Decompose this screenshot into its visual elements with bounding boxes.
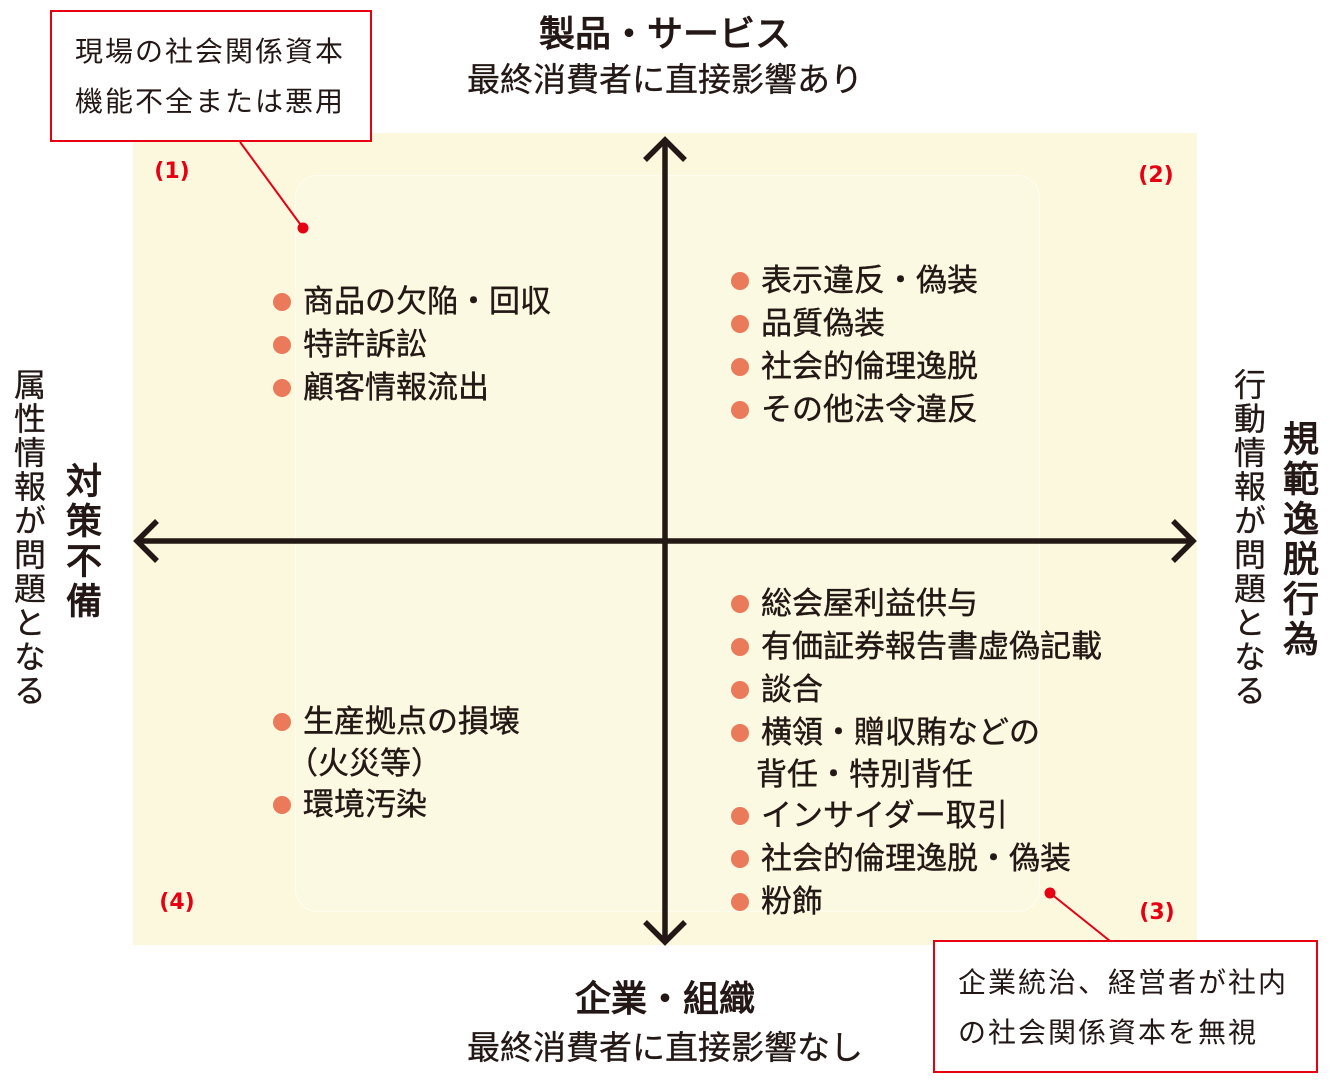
list-item: 横領・贈収賄などの 背任・特別背任 (731, 712, 1102, 795)
item-text: 特許訴訟 (303, 324, 427, 367)
list-item: 社会的倫理逸脱・偽装 (731, 838, 1102, 881)
quadrant-2-list: 表示違反・偽装 品質偽装 社会的倫理逸脱 その他法令違反 (731, 260, 978, 432)
item-label: 横領・贈収賄などの (761, 714, 1040, 751)
item-label: 表示違反・偽装 (761, 262, 978, 299)
list-item: 有価証券報告書虚偽記載 (731, 626, 1102, 669)
item-label: 商品の欠陥・回収 (303, 283, 551, 320)
bullet-dot-icon (273, 796, 291, 814)
bullet-dot-icon (273, 713, 291, 731)
item-label: 顧客情報流出 (303, 369, 489, 406)
item-label-continuation: 背任・特別背任 (756, 756, 973, 793)
item-text: 環境汚染 (303, 784, 427, 827)
callout-q1-pointer-line (239, 141, 304, 229)
list-item: 表示違反・偽装 (731, 260, 978, 303)
item-text: 顧客情報流出 (303, 367, 489, 410)
right-axis-subtitle: 行動情報が問題となる (1229, 368, 1267, 708)
list-item: 環境汚染 (273, 784, 520, 827)
callout-q1-pointer-dot-icon (297, 222, 309, 234)
list-item: 談合 (731, 669, 1102, 712)
left-axis-title: 対策不備 (60, 462, 101, 622)
bullet-dot-icon (731, 272, 749, 290)
list-item: その他法令違反 (731, 389, 978, 432)
list-item: 粉飾 (731, 881, 1102, 924)
callout-box-q1: 現場の社会関係資本 機能不全または悪用 (50, 10, 372, 142)
item-text: 粉飾 (761, 881, 823, 924)
quadrant-1-list: 商品の欠陥・回収 特許訴訟 顧客情報流出 (273, 281, 551, 410)
callout-q3-pointer-dot-icon (1044, 887, 1056, 899)
item-label: その他法令違反 (761, 391, 978, 428)
list-item: 総会屋利益供与 (731, 583, 1102, 626)
item-label: 社会的倫理逸脱・偽装 (761, 840, 1071, 877)
bullet-dot-icon (731, 595, 749, 613)
item-label: 環境汚染 (303, 786, 427, 823)
bullet-dot-icon (731, 807, 749, 825)
item-label: 談合 (761, 671, 823, 708)
list-item: 特許訴訟 (273, 324, 551, 367)
list-item: 社会的倫理逸脱 (731, 346, 978, 389)
list-item: 商品の欠陥・回収 (273, 281, 551, 324)
item-text: 社会的倫理逸脱・偽装 (761, 838, 1071, 881)
bullet-dot-icon (731, 401, 749, 419)
bullet-dot-icon (273, 379, 291, 397)
list-item: 顧客情報流出 (273, 367, 551, 410)
item-text: 品質偽装 (761, 303, 885, 346)
bullet-dot-icon (731, 681, 749, 699)
item-label: 特許訴訟 (303, 326, 427, 363)
callout-box-q3: 企業統治、経営者が社内 の社会関係資本を無視 (933, 940, 1318, 1073)
bullet-dot-icon (731, 893, 749, 911)
item-label: 粉飾 (761, 883, 823, 920)
left-arrow-icon (133, 519, 159, 563)
top-axis-title: 製品・サービス (538, 14, 791, 55)
up-arrow-icon (643, 136, 687, 162)
bullet-dot-icon (273, 293, 291, 311)
item-label: 有価証券報告書虚偽記載 (761, 628, 1102, 665)
callout-line: の社会関係資本を無視 (958, 1016, 1259, 1049)
left-axis-subtitle: 属性情報が問題となる (9, 368, 47, 708)
item-label: インサイダー取引 (761, 797, 1008, 834)
item-text: 総会屋利益供与 (761, 583, 978, 626)
quadrant-4-number: (4) (159, 890, 195, 915)
item-label: 社会的倫理逸脱 (761, 348, 978, 385)
quadrant-3-list: 総会屋利益供与 有価証券報告書虚偽記載 談合 横領・贈収賄などの 背任・特別背任 (731, 583, 1102, 924)
quadrant-4-list: 生産拠点の損壊 （火災等） 環境汚染 (273, 701, 520, 827)
item-label: 総会屋利益供与 (761, 585, 978, 622)
item-label-continuation: （火災等） (287, 745, 442, 782)
callout-line: 機能不全または悪用 (75, 85, 346, 118)
item-text: 表示違反・偽装 (761, 260, 978, 303)
item-text: 談合 (761, 669, 823, 712)
list-item: 生産拠点の損壊 （火災等） (273, 701, 520, 784)
list-item: 品質偽装 (731, 303, 978, 346)
item-text: インサイダー取引 (761, 795, 1008, 838)
list-item: インサイダー取引 (731, 795, 1102, 838)
quadrant-3-number: (3) (1139, 900, 1175, 925)
bullet-dot-icon (731, 850, 749, 868)
bullet-dot-icon (731, 638, 749, 656)
bottom-axis-title: 企業・組織 (574, 979, 755, 1020)
bullet-dot-icon (731, 358, 749, 376)
item-text: 商品の欠陥・回収 (303, 281, 551, 324)
quadrant-1-number: (1) (154, 159, 190, 184)
quadrant-2-number: (2) (1138, 163, 1174, 188)
item-label: 品質偽装 (761, 305, 885, 342)
bullet-dot-icon (731, 315, 749, 333)
item-text: 横領・贈収賄などの 背任・特別背任 (756, 712, 1040, 795)
item-text: 社会的倫理逸脱 (761, 346, 978, 389)
top-axis-subtitle: 最終消費者に直接影響あり (467, 60, 863, 99)
right-arrow-icon (1171, 519, 1197, 563)
down-arrow-icon (643, 920, 687, 946)
bullet-dot-icon (731, 724, 749, 742)
bullet-dot-icon (273, 336, 291, 354)
right-axis-title: 規範逸脱行為 (1277, 420, 1318, 660)
bottom-axis-subtitle: 最終消費者に直接影響なし (467, 1028, 863, 1067)
item-text: その他法令違反 (761, 389, 978, 432)
item-label: 生産拠点の損壊 (303, 703, 520, 740)
callout-line: 企業統治、経営者が社内 (958, 966, 1289, 999)
callout-line: 現場の社会関係資本 (75, 35, 346, 68)
item-text: 生産拠点の損壊 （火災等） (287, 701, 520, 784)
item-text: 有価証券報告書虚偽記載 (761, 626, 1102, 669)
callout-q3-pointer-line (1049, 892, 1111, 942)
